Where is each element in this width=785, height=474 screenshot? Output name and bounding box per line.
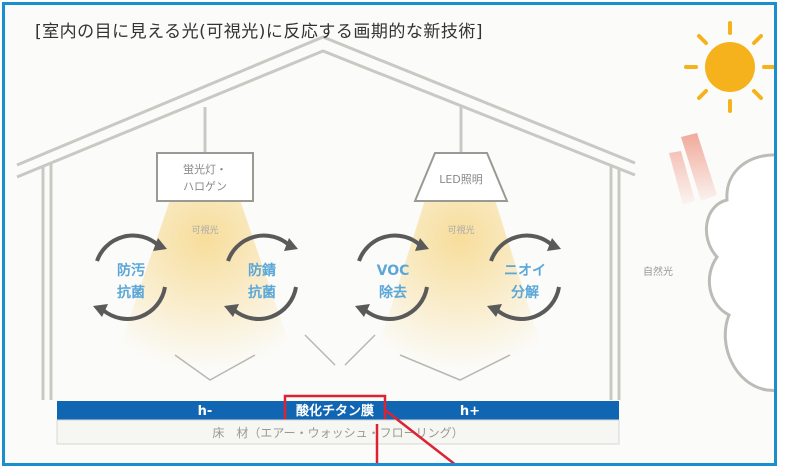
house-diagram: 蛍光灯・ ハロゲン LED照明 可視光 可視光: [16, 21, 774, 463]
light-cones: [105, 200, 555, 390]
lamp-label-line2: ハロゲン: [183, 180, 227, 193]
sun-icon: [684, 21, 774, 113]
circle-labels: 防汚 抗菌 防錆 抗菌 VOC 除去 ニオイ 分解: [117, 262, 546, 301]
circle-1-line1: 防汚: [117, 262, 145, 279]
circle-arrowheads: [93, 238, 561, 317]
sunlight-label: 自然光: [643, 265, 673, 278]
led-label: LED照明: [439, 173, 483, 186]
circle-2-line2: 抗菌: [248, 284, 276, 301]
page-title: [室内の目に見える光(可視光)に反応する画期的な新技術]: [35, 22, 484, 42]
lamp-label-line1: 蛍光灯・: [183, 162, 227, 176]
titanium-film-bar: [57, 401, 619, 420]
light-label-right: 可視光: [447, 224, 474, 236]
circle-2-line1: 防錆: [248, 262, 276, 279]
circle-3-line2: 除去: [379, 284, 407, 301]
circle-4-line1: ニオイ: [504, 263, 546, 279]
house-outline: [16, 35, 636, 400]
circle-3-line1: VOC: [377, 263, 410, 279]
pointer-lines: [375, 409, 456, 463]
cloud-shape: [704, 153, 774, 393]
circle-4-line2: 分解: [511, 284, 539, 301]
light-label-left: 可視光: [191, 224, 218, 236]
diagram-frame: 蛍光灯・ ハロゲン LED照明 可視光 可視光: [2, 2, 777, 466]
film-left-label: h-: [198, 404, 213, 419]
circle-arrows: [95, 233, 561, 321]
floor-material-row: [56, 419, 620, 445]
fluorescent-lamp: 蛍光灯・ ハロゲン: [156, 152, 254, 202]
floor-material-label: 床 材（エアー・ウォッシュ・フローリング）: [212, 426, 463, 440]
led-lamp: LED照明: [413, 152, 509, 202]
circle-1-line2: 抗菌: [117, 284, 145, 301]
film-right-label: h+: [460, 404, 480, 419]
sunlight-rays: [669, 133, 717, 205]
reaction-arrows: [174, 334, 511, 381]
film-center-label: 酸化チタン膜: [296, 403, 374, 419]
